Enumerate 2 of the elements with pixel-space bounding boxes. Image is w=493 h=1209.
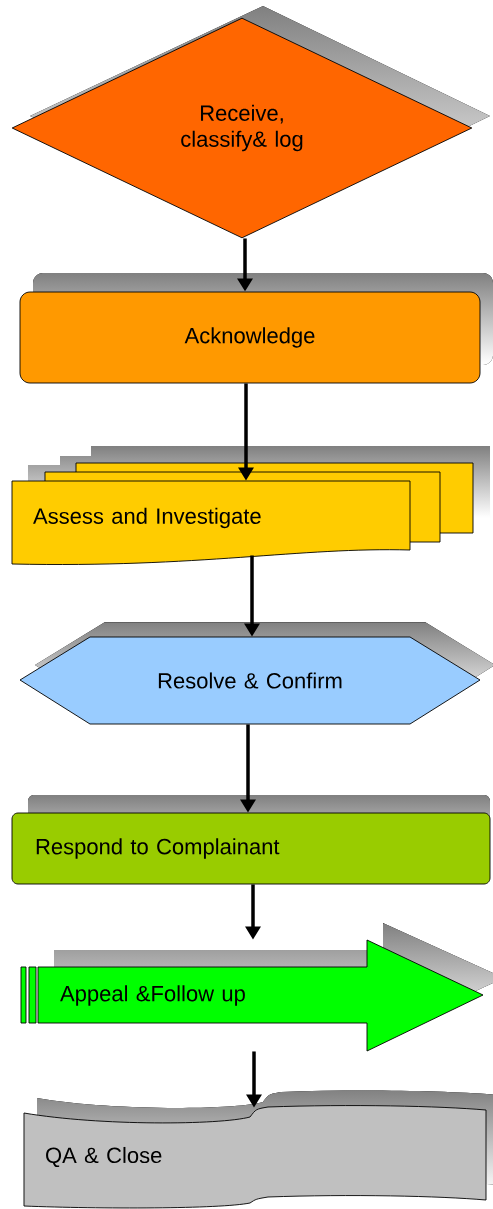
- process-box: Respond to Complainant: [11, 795, 491, 885]
- process-box: Acknowledge: [19, 273, 493, 384]
